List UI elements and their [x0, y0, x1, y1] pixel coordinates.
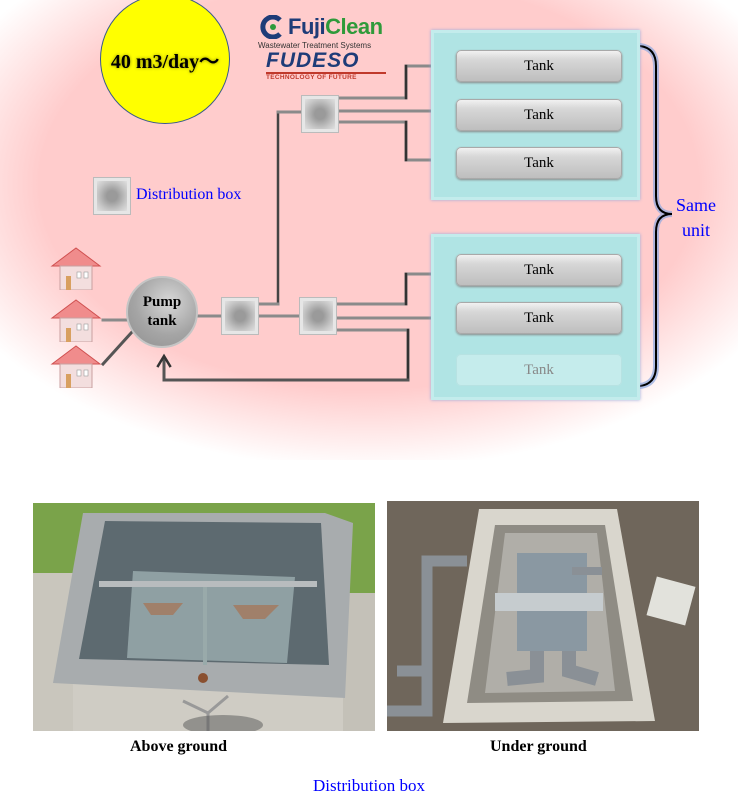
brand-name: FujiClean: [288, 14, 383, 39]
house-icon: [50, 345, 102, 388]
capacity-label: 40 m3/day～: [110, 50, 220, 73]
system-diagram-panel: 40 m3/day～ FujiClean Wastewater Treatmen…: [0, 0, 738, 460]
distribution-box-above-ground-photo: [33, 503, 375, 731]
pump-tank-label-line2: tank: [147, 313, 177, 329]
photo-caption-above-ground: Above ground: [130, 738, 228, 755]
distribution-box-icon: [94, 178, 130, 214]
brand-tagline: Wastewater Treatment Systems: [258, 41, 372, 50]
distribution-box: [302, 96, 338, 132]
distribution-box-under-ground-photo: [387, 501, 699, 731]
return-arrow-icon: [156, 353, 172, 368]
tank-optional: Tank: [456, 354, 622, 386]
distribution-box: [300, 298, 336, 334]
house-icon: [50, 247, 102, 290]
distribution-box: [222, 298, 258, 334]
tank: Tank: [456, 254, 622, 286]
partner-logo: FUDESO: [266, 50, 386, 74]
house-icon: [50, 299, 102, 342]
tank: Tank: [456, 50, 622, 82]
tank: Tank: [456, 302, 622, 334]
pipe-house-to-pump: [100, 329, 135, 367]
figure-title: Distribution box: [313, 776, 425, 795]
pump-tank: Pump tank: [126, 276, 198, 348]
fujiclean-logo-icon: [260, 15, 282, 39]
pipe-riser: [256, 110, 304, 306]
tank: Tank: [456, 99, 622, 131]
legend-label: Distribution box: [136, 186, 242, 203]
photo-caption-under-ground: Under ground: [490, 738, 587, 755]
partner-tagline: TECHNOLOGY OF FUTURE: [266, 74, 357, 81]
fujiclean-logo: FujiClean Wastewater Treatment Systems F…: [258, 14, 398, 81]
tank: Tank: [456, 147, 622, 179]
pipe-return: [162, 356, 410, 382]
pump-tank-label-line1: Pump: [142, 294, 182, 310]
same-unit-label: Same unit: [676, 195, 716, 240]
capacity-badge: 40 m3/day～: [100, 0, 230, 124]
